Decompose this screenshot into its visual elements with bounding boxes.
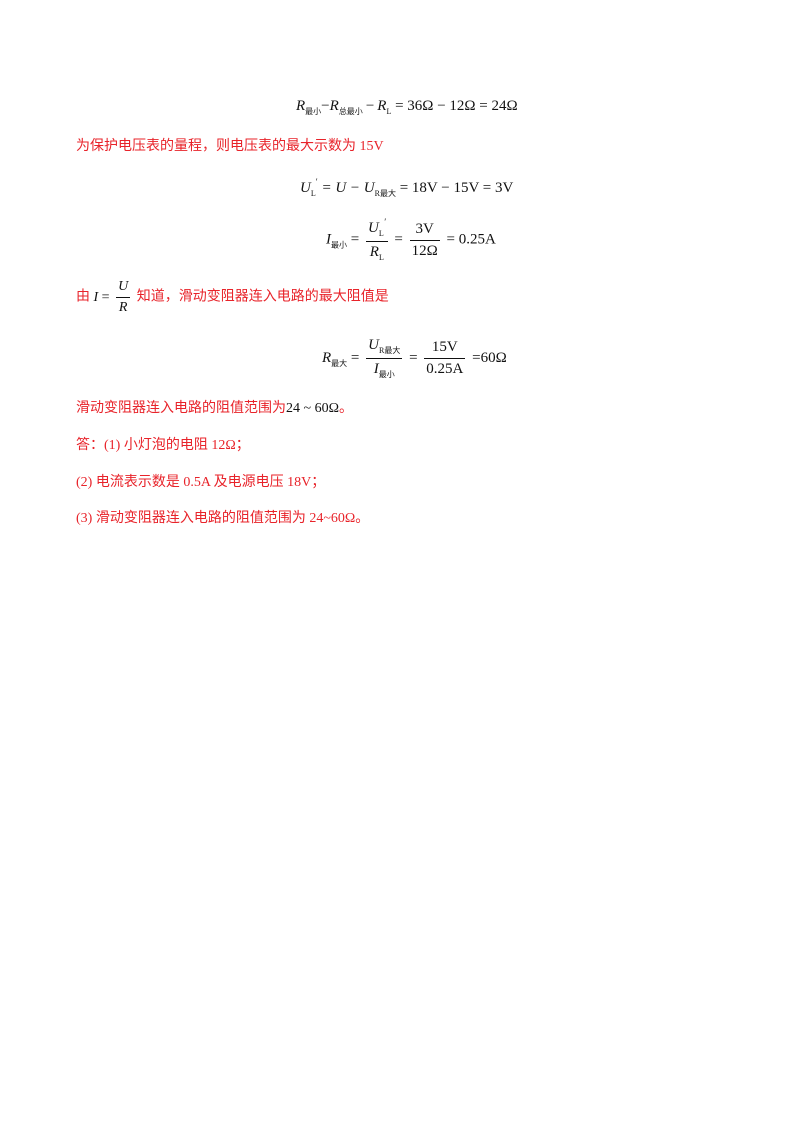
subscript: 最小 [378,370,395,379]
symbol-r: R [296,98,306,114]
symbol-r: R [369,244,379,260]
operator: = [409,349,418,366]
paragraph-voltmeter-range: 为保护电压表的量程，则电压表的最大示数为 15V [76,139,384,154]
subscript: 总最小 [338,107,363,116]
symbol-u: U [367,220,379,236]
symbol-r: R [329,98,339,114]
equation-i-min: I最小 = UL′ RL = 3V 12Ω = 0.25A [326,218,496,262]
operator: = [350,231,360,248]
symbol-i: I [326,231,331,248]
equation-rhs: = 36Ω − 12Ω = 24Ω [395,98,518,114]
symbol-r: R [377,98,387,114]
symbol-u: U [368,337,379,353]
fraction-values: 3V 12Ω [409,221,440,259]
superscript: ′ [315,177,318,187]
equation-ul: UL ′ = U − UR最大 = 18V − 15V = 3V [300,178,513,198]
operator: = [101,289,110,305]
equation-r-max: R最大 = UR最大 I最小 = 15V 0.25A =60Ω [322,338,507,379]
subscript: L [386,107,392,116]
symbol-u: U [300,180,311,196]
text-fragment: 知道，滑动变阻器连入电路的最大阻值是 [136,289,389,305]
fraction-ul-rl: UL′ RL [365,217,388,262]
denominator: 0.25A [426,361,464,377]
operator: − [365,98,375,114]
text-fragment: 。 [338,401,353,416]
equation-rhs: = 0.25A [446,231,496,248]
answer-1: 答：(1) 小灯泡的电阻 12Ω； [76,438,250,453]
subscript: R最大 [378,346,401,355]
paragraph-ohms-law: 由 I = U R 知道，滑动变阻器连入电路的最大阻值是 [76,280,389,315]
numerator: 3V [409,221,440,241]
range-value: 24 ~ 60Ω [286,401,339,416]
operator: = [350,349,360,366]
numerator: 15V [424,340,466,359]
denominator: R [118,300,128,315]
symbol-r: R [322,349,332,366]
superscript: ′ [383,217,386,227]
subscript: 最小 [331,240,347,250]
equation-mid: = U − U [321,180,375,196]
subscript: L [378,253,384,262]
fraction-values: 15V 0.25A [424,340,466,377]
symbol-i: I [93,289,99,305]
subscript: L [378,229,384,238]
formula-ohms-law: I = U R [93,280,137,315]
numerator: U [116,280,131,298]
operator: = [394,231,403,248]
symbol-i: I [373,361,379,377]
equation-r-min: R最小−R总最小−RL = 36Ω − 12Ω = 24Ω [296,99,518,116]
operator: − [321,98,330,114]
subscript: R最大 [374,189,396,198]
subscript: L [310,189,316,198]
text-fragment: 滑动变阻器连入电路的阻值范围为 [76,401,286,416]
paragraph-range: 滑动变阻器连入电路的阻值范围为24 ~ 60Ω。 [76,402,353,416]
subscript: 最大 [331,358,348,368]
answer-3: (3) 滑动变阻器连入电路的阻值范围为 24~60Ω。 [76,511,370,526]
answer-2: (2) 电流表示数是 0.5A 及电源电压 18V； [76,475,326,490]
subscript: 最小 [305,107,322,116]
denominator: 12Ω [411,242,438,259]
text-fragment: 由 [76,289,90,305]
equation-rhs: = 18V − 15V = 3V [399,180,514,196]
equation-rhs: =60Ω [472,349,507,366]
fraction-ur-i: UR最大 I最小 [366,337,403,379]
